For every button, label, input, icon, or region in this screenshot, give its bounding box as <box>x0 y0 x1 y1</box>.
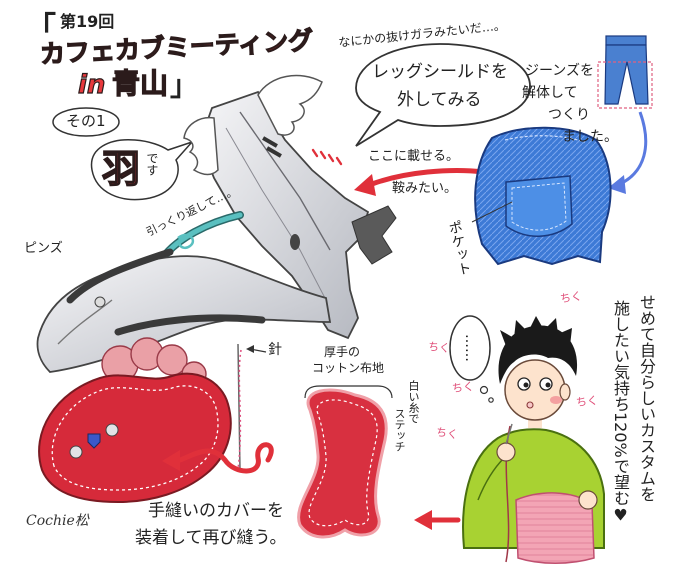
sound-effect-1: ちく <box>559 289 583 306</box>
wing-left <box>183 116 219 176</box>
sound-effect-5: ちく <box>575 393 599 410</box>
blue-arrow-head <box>608 175 626 194</box>
title-venue: 青山 <box>111 67 169 100</box>
title-open-bracket: 「 <box>26 11 56 46</box>
fabric-note-bracket <box>304 385 393 399</box>
saddle-note-line1: ここに載せる。 <box>368 149 460 164</box>
fabric-note-line2: コットン布地 <box>312 361 385 375</box>
title-in: in <box>77 70 106 100</box>
pin-silver-2 <box>105 423 119 437</box>
rubber-piece <box>351 205 397 265</box>
legshield-bubble-line1: レッグシールドを <box>372 62 508 82</box>
cheek <box>550 396 562 404</box>
jeans-note-line1: ジーンズを <box>525 63 595 79</box>
ear <box>559 383 571 401</box>
jeans-note-line4: ました。 <box>562 129 618 145</box>
needle-thread <box>237 349 242 471</box>
pupil-left <box>523 382 529 388</box>
denim-pocket <box>505 175 573 237</box>
part-oval <box>52 107 120 137</box>
cotton-fabric-piece <box>297 388 388 539</box>
fabric-note-line1: 厚手の <box>324 345 361 359</box>
red-arrow-bottom-head <box>414 510 432 530</box>
leg-shield-ridge-2 <box>225 127 327 301</box>
sew-note-line2: 装着して再び縫う。 <box>135 528 287 548</box>
leg-shield-ridge <box>239 111 331 251</box>
needle <box>237 343 241 471</box>
stitch-note-line2: ステッチ <box>393 408 406 452</box>
teal-swirl <box>177 233 195 250</box>
red-curly-arrow <box>177 442 274 474</box>
ellipsis-bubble-text: …… <box>462 334 478 362</box>
shield-bolt <box>94 296 106 308</box>
thought-dot-1 <box>479 385 489 395</box>
wing-suffix: です <box>145 152 159 176</box>
part-label: その1 <box>66 112 106 130</box>
needle-pointer-head <box>246 345 254 353</box>
pupil-right <box>545 382 551 388</box>
pin-blue-shield <box>87 433 101 449</box>
hand-left <box>496 442 516 462</box>
sound-effect-2: ちく <box>427 339 451 356</box>
sound-effect-3: ちく <box>451 379 475 396</box>
sew-note-line1: 手縫いのカバーを <box>148 501 284 521</box>
wish-note-line2: 施したい気持ち120%で望む♥ <box>611 300 630 525</box>
jeans-note-line2: 解体して <box>522 85 578 101</box>
jeans-cut-box <box>597 61 653 109</box>
red-curly-arrow-head <box>162 450 180 471</box>
legshield-bubble-line2: 外してみる <box>397 90 482 110</box>
blue-arrow <box>619 111 648 186</box>
sewing-needle <box>505 423 513 445</box>
denim-cover <box>474 126 612 266</box>
leg-shield-slot-2 <box>266 146 282 158</box>
red-arrow-to-shield-head <box>354 174 376 196</box>
pins-label: ピンズ <box>24 241 63 256</box>
legshield-speech-bubble <box>355 43 531 147</box>
hair-spikes <box>500 316 572 346</box>
leg-shield-illustration <box>183 74 397 340</box>
ellipsis-bubble-shape <box>449 315 491 381</box>
rubber-strip-bottom <box>114 314 266 336</box>
rubber-strip-top <box>66 248 174 304</box>
leg-shield-slot <box>262 136 278 148</box>
leg-shield-hole <box>290 234 300 250</box>
pocket-leader-line <box>471 201 513 223</box>
flipped-leg-shield <box>36 248 332 373</box>
knit-fabric <box>515 492 595 564</box>
leg-shield-body <box>199 90 370 340</box>
wish-note-line1: せめて自分らしいカスタムを <box>637 294 656 502</box>
wing-kanji: 羽 <box>101 147 141 191</box>
wing-right <box>257 74 323 136</box>
thought-dot-2 <box>488 397 494 403</box>
hand-right <box>578 490 598 510</box>
jeans-icon <box>597 35 653 109</box>
sewing-person <box>462 316 605 564</box>
pink-fabric-scraps <box>101 337 207 387</box>
jeans-note-line3: つくり <box>548 107 590 123</box>
needle-label: 針 <box>268 342 282 358</box>
red-seat-cover <box>38 372 232 504</box>
stitch-note-line1: 白い糸で <box>407 380 420 424</box>
pin-silver-1 <box>69 445 83 459</box>
artist-signature: Cochie松 <box>26 513 89 529</box>
saddle-note-line2: 鞍みたい。 <box>392 181 458 196</box>
sound-effect-4: ちく <box>435 425 459 442</box>
mouth <box>526 401 534 409</box>
title-episode: 第19回 <box>60 12 115 31</box>
red-arrow-to-shield <box>369 168 487 187</box>
motion-dashes <box>311 148 343 166</box>
face <box>504 359 566 421</box>
title-close-bracket: 」 <box>170 69 199 102</box>
